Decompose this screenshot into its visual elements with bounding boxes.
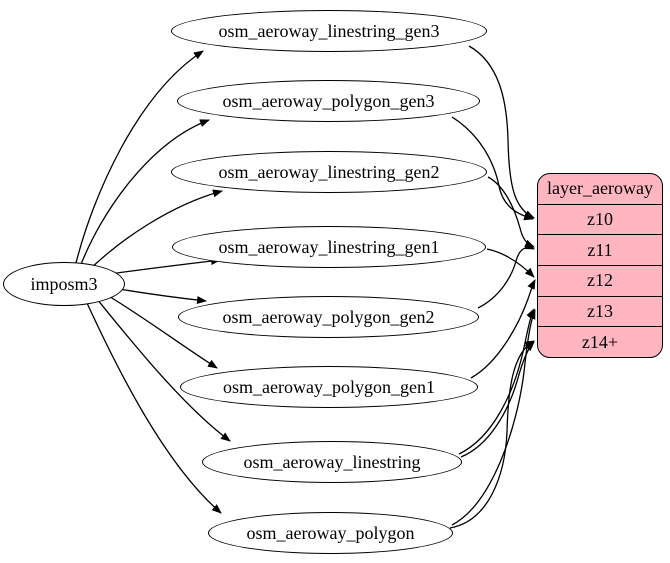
edge-osm_aeroway_polygon-z14 (449, 340, 535, 529)
table-node-label: osm_aeroway_linestring_gen1 (218, 236, 440, 257)
edge-imposm3-osm_aeroway_linestring_gen2 (87, 189, 223, 272)
table-node-label: osm_aeroway_linestring (243, 451, 421, 472)
layer-zoom-row-z14: z14+ (538, 326, 662, 357)
table-node-osm_aeroway_linestring_gen3: osm_aeroway_linestring_gen3 (171, 10, 487, 52)
layer-node: layer_aeroway z10 z11 z12 z13 z14+ (537, 173, 663, 358)
table-node-osm_aeroway_linestring: osm_aeroway_linestring (202, 441, 462, 483)
edge-imposm3-osm_aeroway_linestring (96, 298, 231, 442)
layer-title: layer_aeroway (547, 178, 653, 199)
table-node-label: osm_aeroway_polygon_gen3 (222, 90, 435, 111)
edge-imposm3-osm_aeroway_polygon_gen3 (79, 119, 210, 268)
edge-imposm3-osm_aeroway_linestring_gen1 (102, 257, 221, 276)
edge-imposm3-osm_aeroway_polygon_gen2 (118, 288, 207, 304)
edge-imposm3-osm_aeroway_linestring_gen3 (75, 50, 204, 264)
source-node-imposm3: imposm3 (3, 262, 125, 306)
edge-osm_aeroway_polygon-z13 (451, 309, 536, 526)
layer-zoom-row-z10: z10 (538, 203, 662, 235)
layer-zoom-row-z12: z12 (538, 265, 662, 296)
edge-osm_aeroway_polygon_gen2-z11 (477, 241, 535, 309)
table-node-label: osm_aeroway_polygon (246, 522, 415, 543)
table-node-osm_aeroway_linestring_gen1: osm_aeroway_linestring_gen1 (172, 226, 486, 268)
edge-imposm3-osm_aeroway_polygon (86, 302, 222, 514)
table-node-osm_aeroway_polygon: osm_aeroway_polygon (208, 512, 453, 554)
layer-zoom-row-z11: z11 (538, 234, 662, 265)
table-node-label: osm_aeroway_linestring_gen2 (218, 161, 440, 182)
edge-osm_aeroway_polygon_gen1-z12 (470, 279, 536, 379)
edge-osm_aeroway_linestring_gen1-z12 (486, 248, 535, 278)
source-node-label: imposm3 (30, 273, 98, 294)
table-node-label: osm_aeroway_polygon_gen1 (223, 376, 435, 397)
edge-osm_aeroway_linestring_gen3-z10 (468, 45, 535, 219)
edge-osm_aeroway_linestring-z14 (460, 341, 535, 458)
layer-zoom-row-z13: z13 (538, 295, 662, 327)
table-node-osm_aeroway_polygon_gen2: osm_aeroway_polygon_gen2 (178, 296, 479, 338)
table-node-osm_aeroway_linestring_gen2: osm_aeroway_linestring_gen2 (171, 151, 487, 193)
table-node-osm_aeroway_polygon_gen3: osm_aeroway_polygon_gen3 (177, 80, 480, 122)
table-node-label: osm_aeroway_polygon_gen2 (222, 306, 435, 327)
edge-imposm3-osm_aeroway_polygon_gen1 (106, 294, 218, 369)
edge-osm_aeroway_linestring-z13 (458, 308, 535, 455)
table-node-label: osm_aeroway_linestring_gen3 (218, 20, 440, 41)
table-node-osm_aeroway_polygon_gen1: osm_aeroway_polygon_gen1 (180, 366, 478, 408)
edge-osm_aeroway_linestring_gen2-z11 (487, 176, 535, 248)
